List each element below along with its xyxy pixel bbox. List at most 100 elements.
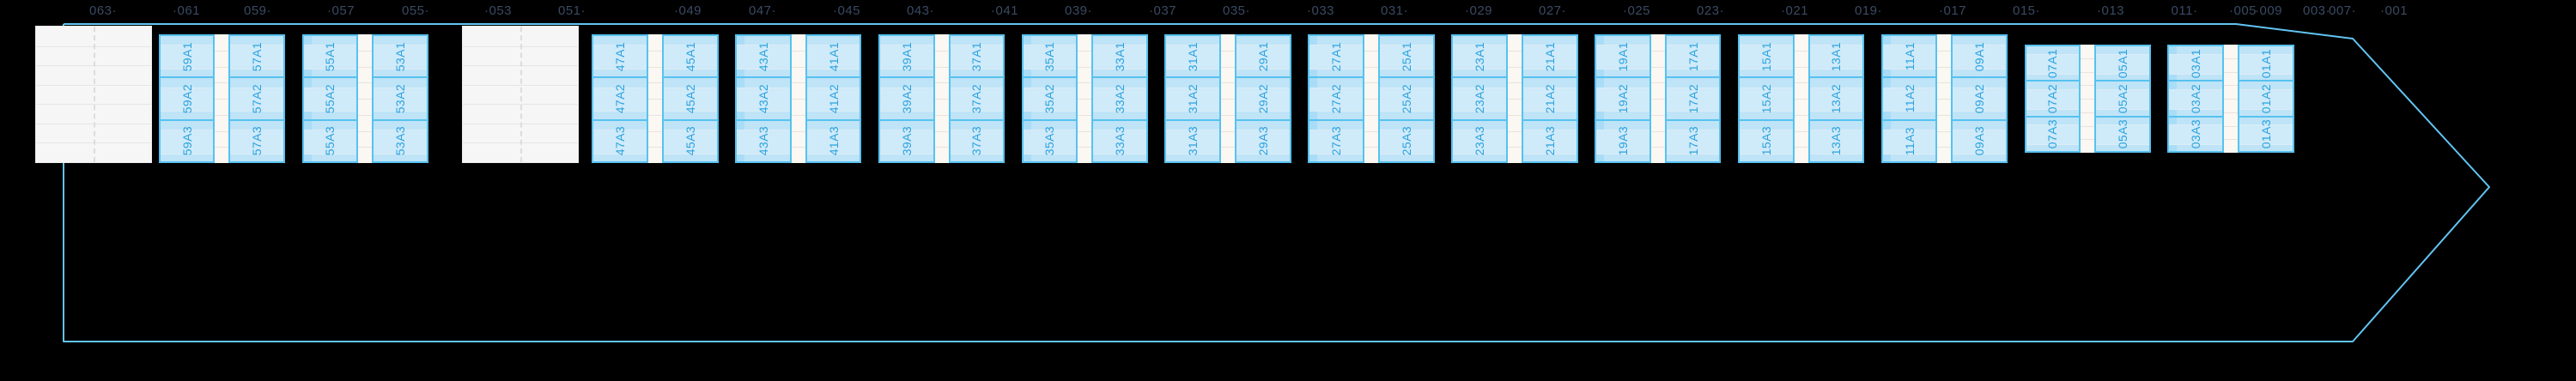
cell-39A2[interactable]: 39A2 bbox=[879, 78, 933, 121]
cell-17A2[interactable]: 17A2 bbox=[1666, 78, 1720, 121]
cell-21A3[interactable]: 21A3 bbox=[1522, 121, 1577, 161]
cell-07A3[interactable]: 07A3 bbox=[2026, 118, 2080, 151]
cell-01A1[interactable]: 01A1 bbox=[2239, 46, 2293, 82]
cell-13A2[interactable]: 13A2 bbox=[1809, 78, 1863, 121]
cell-25A3[interactable]: 25A3 bbox=[1380, 121, 1433, 161]
cell-27A1[interactable]: 27A1 bbox=[1309, 36, 1364, 79]
cell-57A1[interactable]: 57A1 bbox=[230, 36, 284, 79]
cell-05A2[interactable]: 05A2 bbox=[2096, 82, 2149, 118]
cell-31A1[interactable]: 31A1 bbox=[1166, 36, 1220, 79]
cell-19A3[interactable]: 19A3 bbox=[1596, 121, 1649, 161]
cell-23A3[interactable]: 23A3 bbox=[1453, 121, 1506, 161]
cell-53A1[interactable]: 53A1 bbox=[374, 36, 427, 79]
cell-35A3[interactable]: 35A3 bbox=[1023, 121, 1077, 161]
cell-31A3[interactable]: 31A3 bbox=[1166, 121, 1220, 161]
cell-57A3[interactable]: 57A3 bbox=[230, 121, 284, 161]
cell-15A2[interactable]: 15A2 bbox=[1739, 78, 1793, 121]
empty-hold-63[interactable] bbox=[35, 26, 152, 163]
cell-11A3[interactable]: 11A3 bbox=[1882, 121, 1936, 161]
cell-03A2[interactable]: 03A2 bbox=[2169, 82, 2223, 118]
cell-15A3[interactable]: 15A3 bbox=[1739, 121, 1793, 161]
cell-13A1[interactable]: 13A1 bbox=[1809, 36, 1863, 79]
cell-59A3[interactable]: 59A3 bbox=[160, 121, 214, 161]
cell-33A3[interactable]: 33A3 bbox=[1093, 121, 1147, 161]
cell-45A1[interactable]: 45A1 bbox=[663, 36, 717, 79]
cell-01A3[interactable]: 01A3 bbox=[2239, 118, 2293, 151]
cell-27A2[interactable]: 27A2 bbox=[1309, 78, 1364, 121]
empty-hold-51[interactable] bbox=[461, 26, 579, 163]
cell-41A1[interactable]: 41A1 bbox=[806, 36, 860, 79]
cell-21A2[interactable]: 21A2 bbox=[1522, 78, 1577, 121]
cell-19A1[interactable]: 19A1 bbox=[1596, 36, 1649, 79]
cell-33A2[interactable]: 33A2 bbox=[1093, 78, 1147, 121]
cell-55A1[interactable]: 55A1 bbox=[303, 36, 357, 79]
cell-21A1[interactable]: 21A1 bbox=[1522, 36, 1577, 79]
cell-37A2[interactable]: 37A2 bbox=[950, 78, 1004, 121]
cell-45A3[interactable]: 45A3 bbox=[663, 121, 717, 161]
cell-43A1[interactable]: 43A1 bbox=[736, 36, 790, 79]
cell-03A1[interactable]: 03A1 bbox=[2169, 46, 2223, 82]
cell-37A3[interactable]: 37A3 bbox=[950, 121, 1004, 161]
cell-39A1[interactable]: 39A1 bbox=[879, 36, 933, 79]
cell-47A1[interactable]: 47A1 bbox=[593, 36, 647, 79]
cell-35A2[interactable]: 35A2 bbox=[1023, 78, 1077, 121]
cell-07A2[interactable]: 07A2 bbox=[2026, 82, 2080, 118]
cell-25A1[interactable]: 25A1 bbox=[1380, 36, 1433, 79]
cell-13A3[interactable]: 13A3 bbox=[1809, 121, 1863, 161]
cell-09A2[interactable]: 09A2 bbox=[1953, 78, 2007, 121]
cell-17A3[interactable]: 17A3 bbox=[1666, 121, 1720, 161]
cell-53A3[interactable]: 53A3 bbox=[374, 121, 427, 161]
cell-25A2[interactable]: 25A2 bbox=[1380, 78, 1433, 121]
cell-33A1[interactable]: 33A1 bbox=[1093, 36, 1147, 79]
cell-53A2[interactable]: 53A2 bbox=[374, 78, 427, 121]
cell-29A2[interactable]: 29A2 bbox=[1236, 78, 1290, 121]
cell-17A1[interactable]: 17A1 bbox=[1666, 36, 1720, 79]
cell-59A2[interactable]: 59A2 bbox=[160, 78, 214, 121]
cell-35A1[interactable]: 35A1 bbox=[1023, 36, 1077, 79]
cell-05A1[interactable]: 05A1 bbox=[2096, 46, 2149, 82]
cell-29A1[interactable]: 29A1 bbox=[1236, 36, 1290, 79]
cell-55A3[interactable]: 55A3 bbox=[303, 121, 357, 161]
cell-45A2[interactable]: 45A2 bbox=[663, 78, 717, 121]
cell-31A2[interactable]: 31A2 bbox=[1166, 78, 1220, 121]
cell-41A3[interactable]: 41A3 bbox=[806, 121, 860, 161]
cell-23A1[interactable]: 23A1 bbox=[1453, 36, 1506, 79]
cell-39A3[interactable]: 39A3 bbox=[879, 121, 933, 161]
cell-09A1[interactable]: 09A1 bbox=[1953, 36, 2007, 79]
cell-05A3[interactable]: 05A3 bbox=[2096, 118, 2149, 151]
cell-57A2[interactable]: 57A2 bbox=[230, 78, 284, 121]
cell-23A2[interactable]: 23A2 bbox=[1453, 78, 1506, 121]
cell-09A3[interactable]: 09A3 bbox=[1953, 121, 2007, 161]
cell-03A3[interactable]: 03A3 bbox=[2169, 118, 2223, 151]
